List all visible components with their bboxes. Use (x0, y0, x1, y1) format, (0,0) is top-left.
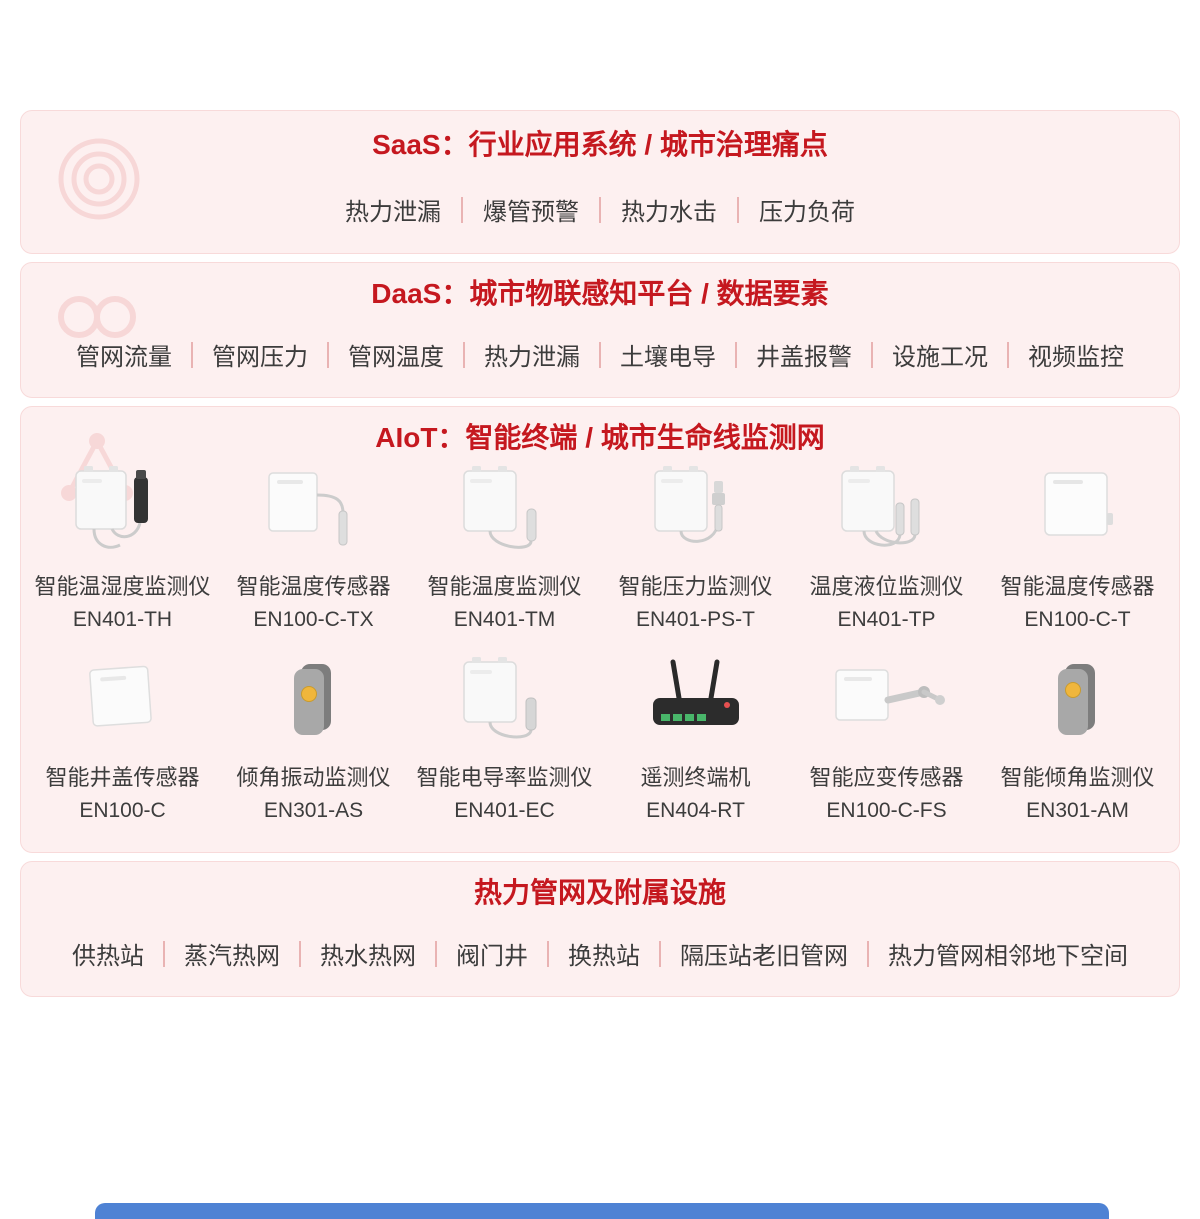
product-model: EN100-C (79, 799, 166, 822)
daas-item: 设施工况 (892, 344, 988, 371)
device-photo-box-with-cable-probe (409, 656, 600, 752)
item-separator (191, 341, 193, 368)
device-photo-flat-white-box (982, 465, 1173, 561)
daas-item: 土壤电导 (620, 344, 716, 371)
infinity-icon (49, 289, 145, 350)
product-name: 智能电导率监测仪 (416, 765, 593, 790)
facility-item: 热力管网相邻地下空间 (888, 943, 1128, 970)
product-name: 智能倾角监测仪 (1000, 765, 1155, 790)
device-photo-panel-with-bracket-arm (791, 656, 982, 752)
product-model: EN401-EC (454, 799, 555, 822)
daas-item: 管网压力 (212, 344, 308, 371)
product-name: 智能温度传感器 (236, 574, 391, 599)
product-model: EN401-TM (453, 608, 556, 631)
product-name: 智能温度监测仪 (427, 574, 582, 599)
product-name: 智能温度传感器 (1000, 574, 1155, 599)
facilities-title: 热力管网及附属设施 (473, 877, 726, 908)
item-separator (599, 341, 601, 368)
facility-item: 热水热网 (320, 943, 416, 970)
item-separator (463, 341, 465, 368)
product-card: 智能温度传感器 EN100-C-T (982, 465, 1173, 632)
item-separator (735, 341, 737, 368)
device-photo-gray-wedge-yellow-dot (982, 656, 1173, 752)
product-model: EN100-C-T (1024, 608, 1131, 631)
facilities-items-row: 供热站 蒸汽热网 热水热网 阀门井 换热站 隔压站老旧管网 热力管网相邻地下空间 (21, 936, 1179, 971)
product-card: 智能温度监测仪 EN401-TM (409, 465, 600, 632)
daas-item: 管网温度 (348, 344, 444, 371)
device-photo-box-with-cable-probe (409, 465, 600, 561)
product-name: 遥测终端机 (640, 765, 751, 790)
product-card: 倾角振动监测仪 EN301-AS (218, 656, 409, 823)
saas-items-row: 热力泄漏 爆管预警 热力水击 压力负荷 (21, 192, 1179, 227)
infographic-page: SaaS：行业应用系统 / 城市治理痛点 热力泄漏 爆管预警 热力水击 压力负荷… (0, 110, 1200, 1219)
product-card: 智能压力监测仪 EN401-PS-T (600, 465, 791, 632)
item-separator (737, 196, 739, 223)
facility-item: 供热站 (72, 943, 144, 970)
facility-item: 蒸汽热网 (184, 943, 280, 970)
device-photo-box-with-pressure-transducer (600, 465, 791, 561)
device-photo-flat-white-panel (27, 656, 218, 752)
saas-title: SaaS：行业应用系统 / 城市治理痛点 (372, 129, 828, 160)
product-name: 智能应变传感器 (809, 765, 964, 790)
target-rings-icon (53, 133, 145, 230)
aiot-panel: AIoT：智能终端 / 城市生命线监测网 智能温湿度监 (20, 406, 1180, 853)
product-name: 倾角振动监测仪 (236, 765, 391, 790)
product-card: 遥测终端机 EN404-RT (600, 656, 791, 823)
aiot-title: AIoT：智能终端 / 城市生命线监测网 (375, 422, 825, 453)
product-model: EN301-AM (1026, 799, 1129, 822)
product-model: EN100-C-FS (826, 799, 947, 822)
product-model: EN401-TP (837, 608, 936, 631)
daas-items-row: 管网流量 管网压力 管网温度 热力泄漏 土壤电导 井盖报警 设施工况 视频监控 (21, 337, 1179, 372)
facility-item: 阀门井 (456, 943, 528, 970)
device-photo-gray-wedge-yellow-dot (218, 656, 409, 752)
product-card: 温度液位监测仪 EN401-TP (791, 465, 982, 632)
product-model: EN301-AS (263, 799, 364, 822)
product-name: 智能井盖传感器 (45, 765, 200, 790)
saas-item: 热力泄漏 (345, 199, 441, 226)
item-separator (299, 940, 301, 967)
daas-panel: DaaS：城市物联感知平台 / 数据要素 管网流量 管网压力 管网温度 热力泄漏… (20, 262, 1180, 398)
product-model: EN401-TH (72, 608, 173, 631)
item-separator (435, 940, 437, 967)
device-photo-panel-with-probe (218, 465, 409, 561)
saas-item: 压力负荷 (759, 199, 855, 226)
facility-item: 换热站 (568, 943, 640, 970)
item-separator (871, 341, 873, 368)
item-separator (547, 940, 549, 967)
product-name: 智能温湿度监测仪 (34, 574, 211, 599)
saas-item: 爆管预警 (483, 199, 579, 226)
daas-title: DaaS：城市物联感知平台 / 数据要素 (371, 278, 829, 309)
product-name: 温度液位监测仪 (809, 574, 964, 599)
item-separator (659, 940, 661, 967)
product-card: 智能井盖传感器 EN100-C (27, 656, 218, 823)
daas-item: 井盖报警 (756, 344, 852, 371)
item-separator (867, 940, 869, 967)
product-card: 智能应变传感器 EN100-C-FS (791, 656, 982, 823)
item-separator (599, 196, 601, 223)
item-separator (461, 196, 463, 223)
daas-item: 热力泄漏 (484, 344, 580, 371)
bottom-accent-bar (95, 1203, 1109, 1219)
product-card: 智能温度传感器 EN100-C-TX (218, 465, 409, 632)
daas-item: 视频监控 (1028, 344, 1124, 371)
product-model: EN100-C-TX (253, 608, 374, 631)
product-grid: 智能温湿度监测仪 EN401-TH 智能温度传感器 EN100-C-TX (21, 455, 1179, 823)
product-model: EN401-PS-T (635, 608, 756, 631)
facilities-panel: 热力管网及附属设施 供热站 蒸汽热网 热水热网 阀门井 换热站 隔压站老旧管网 … (20, 861, 1180, 997)
daas-item: 管网流量 (76, 344, 172, 371)
device-photo-box-with-black-sensor (27, 465, 218, 561)
product-model: EN404-RT (646, 799, 745, 822)
product-card: 智能温湿度监测仪 EN401-TH (27, 465, 218, 632)
device-photo-box-with-two-probes (791, 465, 982, 561)
facility-item: 隔压站老旧管网 (680, 943, 848, 970)
item-separator (327, 341, 329, 368)
product-name: 智能压力监测仪 (618, 574, 773, 599)
product-card: 智能倾角监测仪 EN301-AM (982, 656, 1173, 823)
item-separator (163, 940, 165, 967)
saas-item: 热力水击 (621, 199, 717, 226)
saas-panel: SaaS：行业应用系统 / 城市治理痛点 热力泄漏 爆管预警 热力水击 压力负荷 (20, 110, 1180, 254)
item-separator (1007, 341, 1009, 368)
device-photo-black-router-antennas (600, 656, 791, 752)
product-card: 智能电导率监测仪 EN401-EC (409, 656, 600, 823)
